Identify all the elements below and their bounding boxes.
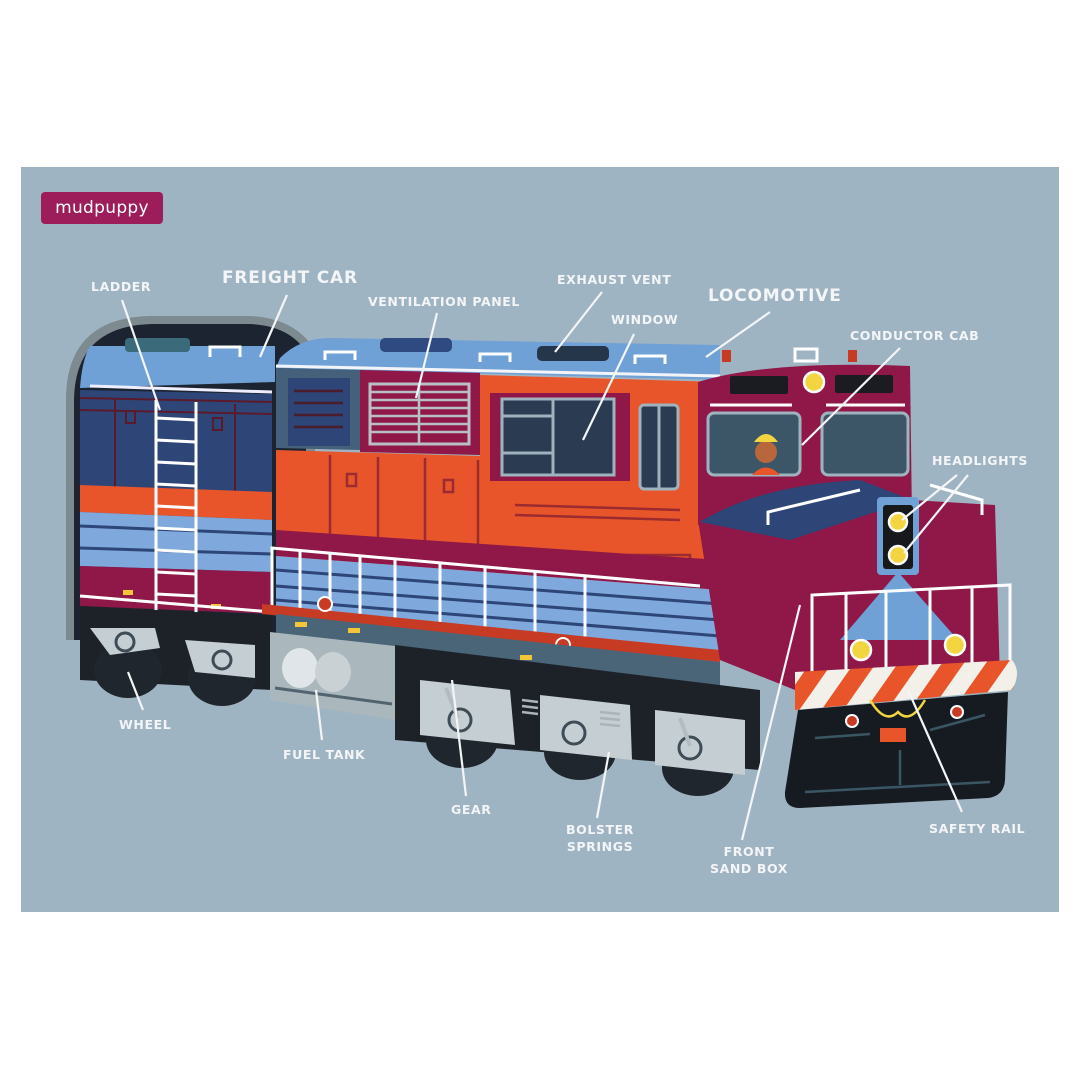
label-locomotive: LOCOMOTIVE [708,286,842,306]
mudpuppy-logo: mudpuppy [41,192,163,224]
conductor-cab-illustration [698,347,912,525]
label-conductor-cab: CONDUCTOR CAB [850,328,980,343]
label-front-sand-box-line2: SAND BOX [709,861,788,876]
label-fuel-tank: FUEL TANK [283,747,366,762]
undercarriage-illustration [270,632,760,796]
label-gear: GEAR [451,802,492,817]
label-wheel: WHEEL [119,717,172,732]
label-window: WINDOW [611,312,679,327]
label-headlights: HEADLIGHTS [932,453,1028,468]
label-freight-car: FREIGHT CAR [222,268,358,288]
label-front-sand-box-line1: FRONT [723,844,775,859]
locomotive-body-illustration [262,338,721,690]
label-exhaust-vent: EXHAUST VENT [557,272,672,287]
locomotive-nose-illustration [698,480,1017,808]
label-bolster-springs: BOLSTER SPRINGS [566,821,634,855]
label-ladder: LADDER [91,279,152,294]
label-bolster-springs-line2: SPRINGS [566,839,634,854]
label-bolster-springs-line1: BOLSTER [566,822,635,837]
label-safety-rail: SAFETY RAIL [929,821,1026,836]
label-front-sand-box: FRONT SAND BOX [709,843,789,877]
label-ventilation-panel: VENTILATION PANEL [368,294,520,309]
freight-car-illustration [66,316,315,706]
leader-lines [120,291,969,841]
